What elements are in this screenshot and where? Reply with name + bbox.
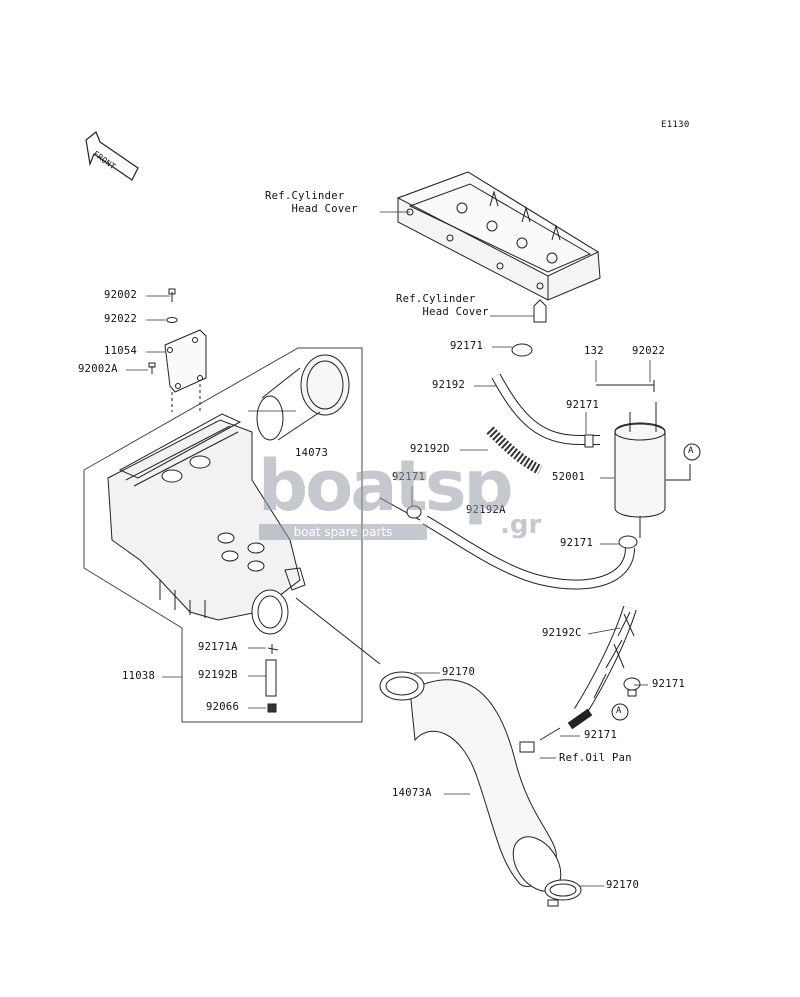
ref-oil-pan: Ref.Oil Pan	[559, 752, 632, 764]
marker-label-a: A	[688, 446, 694, 456]
watermark-logo: boatsp	[258, 445, 514, 527]
part-label-92022: 92022	[104, 313, 138, 325]
watermark-suffix: .gr	[500, 510, 542, 540]
part-label-92002a: 92002A	[78, 363, 118, 375]
breather-hose-drawing	[379, 343, 641, 753]
part-label-11054: 11054	[104, 345, 138, 357]
watermark-tagline: boat spare parts	[259, 524, 427, 540]
part-label-92192c: 92192C	[542, 627, 582, 639]
part-label-92192b: 92192B	[198, 669, 238, 681]
part-label-92192: 92192	[432, 379, 466, 391]
part-label-92171-bottom: 92171	[584, 729, 618, 741]
part-label-92002: 92002	[104, 289, 138, 301]
part-label-92171-tank: 92171	[560, 537, 594, 549]
part-label-92192a: 92192A	[466, 504, 506, 516]
part-label-132: 132	[584, 345, 604, 357]
cylinder-head-cover-drawing	[396, 171, 601, 323]
front-arrow-icon	[85, 131, 139, 181]
part-label-92170-bottom: 92170	[606, 879, 640, 891]
part-label-92022-right: 92022	[632, 345, 666, 357]
assembly-outline	[83, 347, 363, 723]
part-label-92171a: 92171A	[198, 641, 238, 653]
ref-cylinder-head-cover-1: Ref.Cylinder Head Cover	[265, 190, 358, 215]
part-label-92171-c: 92171	[652, 678, 686, 690]
part-label-92171-mid: 92171	[566, 399, 600, 411]
diagram-code: E1130	[661, 120, 690, 130]
inlet-pipe-drawing	[256, 354, 350, 441]
part-label-92066: 92066	[206, 701, 240, 713]
marker-circle-b	[611, 703, 629, 721]
bracket-drawing	[148, 288, 207, 412]
separator-tank-drawing	[596, 380, 691, 538]
part-label-14073: 14073	[295, 447, 329, 459]
water-box-drawing	[107, 413, 306, 635]
part-label-92171-left: 92171	[392, 471, 426, 483]
part-label-92171-top: 92171	[450, 340, 484, 352]
part-label-92170-top: 92170	[442, 666, 476, 678]
part-label-14073a: 14073A	[392, 787, 432, 799]
ref-cylinder-head-cover-2: Ref.Cylinder Head Cover	[396, 293, 489, 318]
hose-drawing	[295, 597, 582, 907]
part-label-11038: 11038	[122, 670, 156, 682]
marker-circle-a	[683, 443, 701, 461]
part-label-92192d: 92192D	[410, 443, 450, 455]
marker-label-a-2: A	[616, 706, 622, 716]
part-label-52001: 52001	[552, 471, 586, 483]
